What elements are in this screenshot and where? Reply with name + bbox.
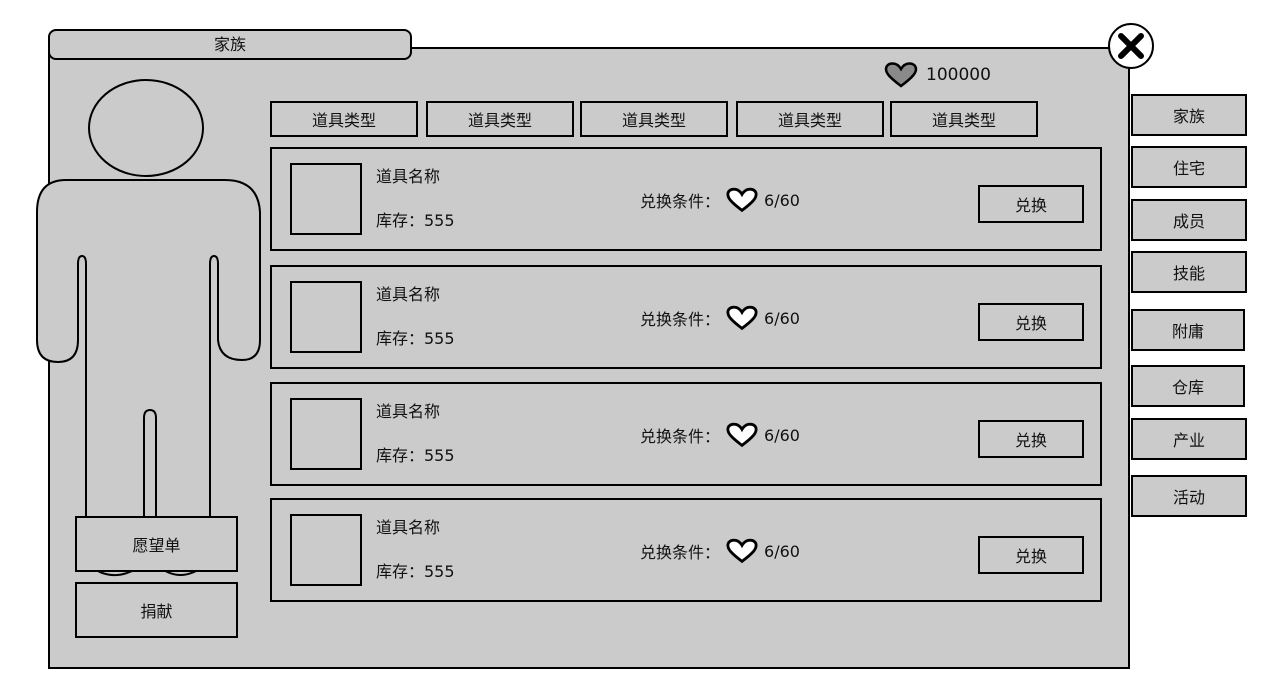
item-card: 道具名称 库存：555 兑换条件： 6/60 兑换: [270, 265, 1102, 369]
item-name: 道具名称: [376, 285, 441, 304]
side-menu-activities[interactable]: 活动: [1131, 475, 1247, 517]
donate-button[interactable]: 捐献: [75, 582, 238, 638]
side-menu-family[interactable]: 家族: [1131, 94, 1247, 136]
exchange-button[interactable]: 兑换: [978, 420, 1084, 458]
item-card: 道具名称 库存：555 兑换条件： 6/60 兑换: [270, 382, 1102, 486]
exchange-condition: 兑换条件： 6/60: [640, 305, 800, 331]
exchange-condition-label: 兑换条件：: [640, 192, 721, 211]
heart-icon: [726, 538, 758, 564]
item-icon: [290, 281, 362, 353]
side-menu-industry[interactable]: 产业: [1131, 418, 1247, 460]
close-icon: [1118, 33, 1144, 59]
side-menu-vassals[interactable]: 附庸: [1131, 309, 1245, 351]
side-menu-skills[interactable]: 技能: [1131, 251, 1247, 293]
exchange-condition-value: 6/60: [764, 541, 800, 561]
exchange-condition: 兑换条件： 6/60: [640, 422, 800, 448]
category-tab-4[interactable]: 道具类型: [736, 101, 884, 137]
item-stock: 库存：555: [376, 562, 455, 581]
exchange-condition-value: 6/60: [764, 190, 800, 210]
item-stock: 库存：555: [376, 329, 455, 348]
item-stock: 库存：555: [376, 446, 455, 465]
exchange-condition-label: 兑换条件：: [640, 427, 721, 446]
exchange-button[interactable]: 兑换: [978, 303, 1084, 341]
item-stock: 库存：555: [376, 211, 455, 230]
exchange-condition-value: 6/60: [764, 308, 800, 328]
wishlist-button[interactable]: 愿望单: [75, 516, 238, 572]
item-card: 道具名称 库存：555 兑换条件： 6/60 兑换: [270, 498, 1102, 602]
category-tab-5[interactable]: 道具类型: [890, 101, 1038, 137]
close-button[interactable]: [1108, 23, 1154, 69]
currency-display: 100000: [884, 62, 991, 88]
side-menu-members[interactable]: 成员: [1131, 199, 1247, 241]
heart-icon: [726, 305, 758, 331]
exchange-condition-label: 兑换条件：: [640, 543, 721, 562]
exchange-button[interactable]: 兑换: [978, 536, 1084, 574]
exchange-condition-value: 6/60: [764, 425, 800, 445]
exchange-condition-label: 兑换条件：: [640, 310, 721, 329]
item-icon: [290, 514, 362, 586]
character-silhouette: [36, 79, 261, 576]
window-title: 家族: [213, 35, 246, 54]
heart-icon: [726, 187, 758, 213]
item-card: 道具名称 库存：555 兑换条件： 6/60 兑换: [270, 147, 1102, 251]
category-tab-3[interactable]: 道具类型: [580, 101, 728, 137]
exchange-condition: 兑换条件： 6/60: [640, 538, 800, 564]
exchange-condition: 兑换条件： 6/60: [640, 187, 800, 213]
currency-amount: 100000: [926, 65, 991, 85]
side-menu-warehouse[interactable]: 仓库: [1131, 365, 1245, 407]
heart-icon: [884, 62, 918, 88]
item-name: 道具名称: [376, 402, 441, 421]
window-title-tab: 家族: [48, 29, 412, 60]
item-name: 道具名称: [376, 167, 441, 186]
item-icon: [290, 398, 362, 470]
exchange-button[interactable]: 兑换: [978, 185, 1084, 223]
heart-icon: [726, 422, 758, 448]
category-tab-2[interactable]: 道具类型: [426, 101, 574, 137]
category-tab-1[interactable]: 道具类型: [270, 101, 418, 137]
item-icon: [290, 163, 362, 235]
side-menu-residence[interactable]: 住宅: [1131, 146, 1247, 188]
item-name: 道具名称: [376, 518, 441, 537]
